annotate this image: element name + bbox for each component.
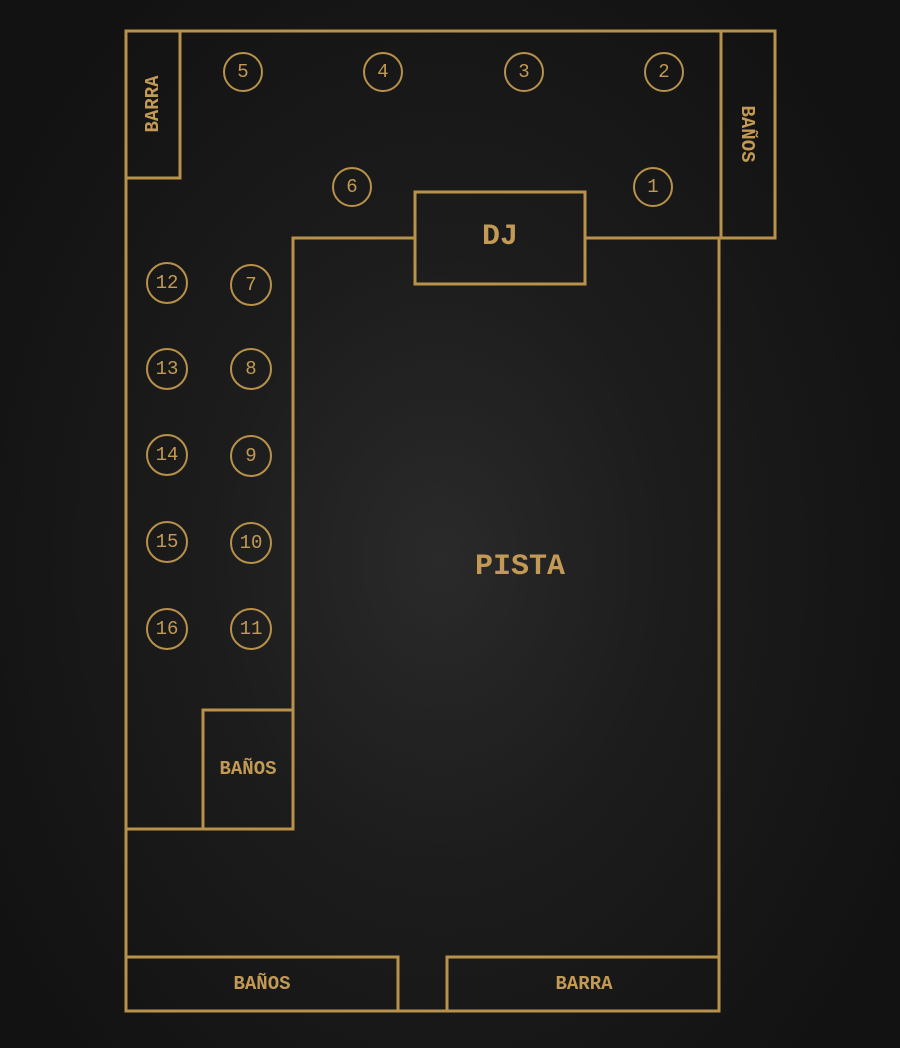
table-number: 16: [156, 618, 179, 640]
banos-right-label: BAÑOS: [736, 105, 758, 162]
table-number: 3: [518, 61, 529, 83]
table-5[interactable]: 5: [223, 52, 263, 92]
table-number: 13: [156, 358, 179, 380]
dj-label: DJ: [482, 220, 518, 254]
table-number: 1: [647, 176, 658, 198]
table-number: 9: [245, 445, 256, 467]
table-9[interactable]: 9: [230, 435, 272, 477]
barra-bottom-box: [445, 955, 721, 1013]
table-12[interactable]: 12: [146, 262, 188, 304]
table-number: 8: [245, 358, 256, 380]
table-2[interactable]: 2: [644, 52, 684, 92]
table-number: 10: [240, 532, 263, 554]
barra-top-label: BARRA: [142, 75, 164, 133]
table-10[interactable]: 10: [230, 522, 272, 564]
barra-top-box: [124, 29, 182, 180]
table-number: 2: [658, 61, 669, 83]
table-8[interactable]: 8: [230, 348, 272, 390]
table-number: 4: [377, 61, 388, 83]
outer-wall: [124, 29, 777, 1013]
table-3[interactable]: 3: [504, 52, 544, 92]
table-number: 11: [240, 618, 263, 640]
table-4[interactable]: 4: [363, 52, 403, 92]
banos-bottom-box: [124, 955, 400, 1013]
table-1[interactable]: 1: [633, 167, 673, 207]
table-number: 15: [156, 531, 179, 553]
table-number: 7: [245, 274, 256, 296]
table-number: 12: [156, 272, 179, 294]
table-number: 6: [346, 176, 357, 198]
banos-bottom-label: BAÑOS: [233, 973, 290, 995]
table-14[interactable]: 14: [146, 434, 188, 476]
banos-mid-box: [201, 708, 295, 831]
table-16[interactable]: 16: [146, 608, 188, 650]
table-7[interactable]: 7: [230, 264, 272, 306]
table-number: 14: [156, 444, 179, 466]
table-13[interactable]: 13: [146, 348, 188, 390]
table-number: 5: [237, 61, 248, 83]
banos-mid-label: BAÑOS: [219, 758, 276, 780]
barra-bottom-label: BARRA: [555, 973, 613, 995]
table-6[interactable]: 6: [332, 167, 372, 207]
table-15[interactable]: 15: [146, 521, 188, 563]
dj-booth: [413, 190, 587, 286]
table-11[interactable]: 11: [230, 608, 272, 650]
pista-label: PISTA: [475, 550, 565, 584]
